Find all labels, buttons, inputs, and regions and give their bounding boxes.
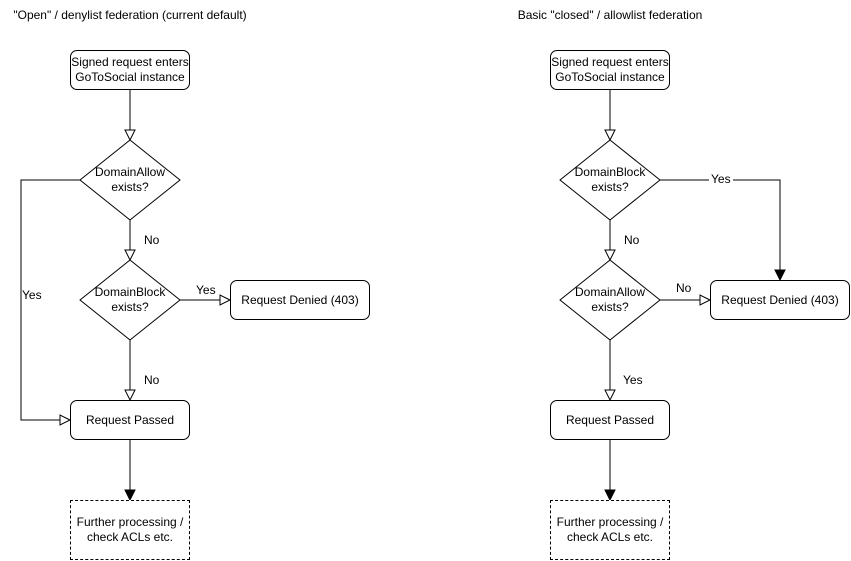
open-arrowhead [604, 249, 616, 262]
edge-decision1-to-denied [660, 179, 781, 270]
right-denied-node: Request Denied (403) [710, 280, 850, 320]
right-decision2-no-label: No [676, 281, 692, 295]
open-arrowhead [59, 414, 72, 426]
right-passed-node: Request Passed [550, 400, 670, 440]
left-further-processing-node: Further processing / check ACLs etc. [70, 500, 190, 560]
left-decision2-yes-label: Yes [196, 283, 216, 297]
left-decision1-diamond [79, 139, 181, 221]
filled-arrowhead [604, 489, 616, 502]
right-flow-edges [604, 90, 786, 502]
left-passed-node: Request Passed [70, 400, 190, 440]
right-decision2-diamond [559, 259, 661, 341]
open-arrowhead [699, 294, 712, 306]
right-decision1-yes-label: Yes [709, 172, 733, 186]
left-flowchart-title: "Open" / denylist federation (current de… [13, 8, 247, 22]
left-denied-node: Request Denied (403) [230, 280, 370, 320]
right-decision2-yes-label: Yes [623, 373, 643, 387]
open-arrowhead [124, 389, 136, 402]
open-arrowhead [219, 294, 232, 306]
right-further-processing-node: Further processing / check ACLs etc. [550, 500, 670, 560]
filled-arrowhead [774, 269, 786, 282]
open-arrowhead [124, 249, 136, 262]
right-entry-node: Signed request enters GoToSocial instanc… [550, 50, 670, 90]
filled-arrowhead [124, 489, 136, 502]
left-entry-node: Signed request enters GoToSocial instanc… [70, 50, 190, 90]
left-flow-edges [20, 90, 232, 502]
edge-decision1-to-passed [20, 179, 80, 421]
right-decision1-diamond [559, 139, 661, 221]
right-decision1-no-label: No [624, 233, 640, 247]
left-decision2-no-label: No [144, 373, 160, 387]
left-decision2-diamond [79, 259, 181, 341]
open-arrowhead [604, 129, 616, 142]
open-arrowhead [604, 389, 616, 402]
open-arrowhead [124, 129, 136, 142]
left-decision1-yes-label: Yes [22, 288, 42, 302]
right-flowchart-title: Basic "closed" / allowlist federation [517, 8, 703, 22]
left-decision1-no-label: No [144, 233, 160, 247]
